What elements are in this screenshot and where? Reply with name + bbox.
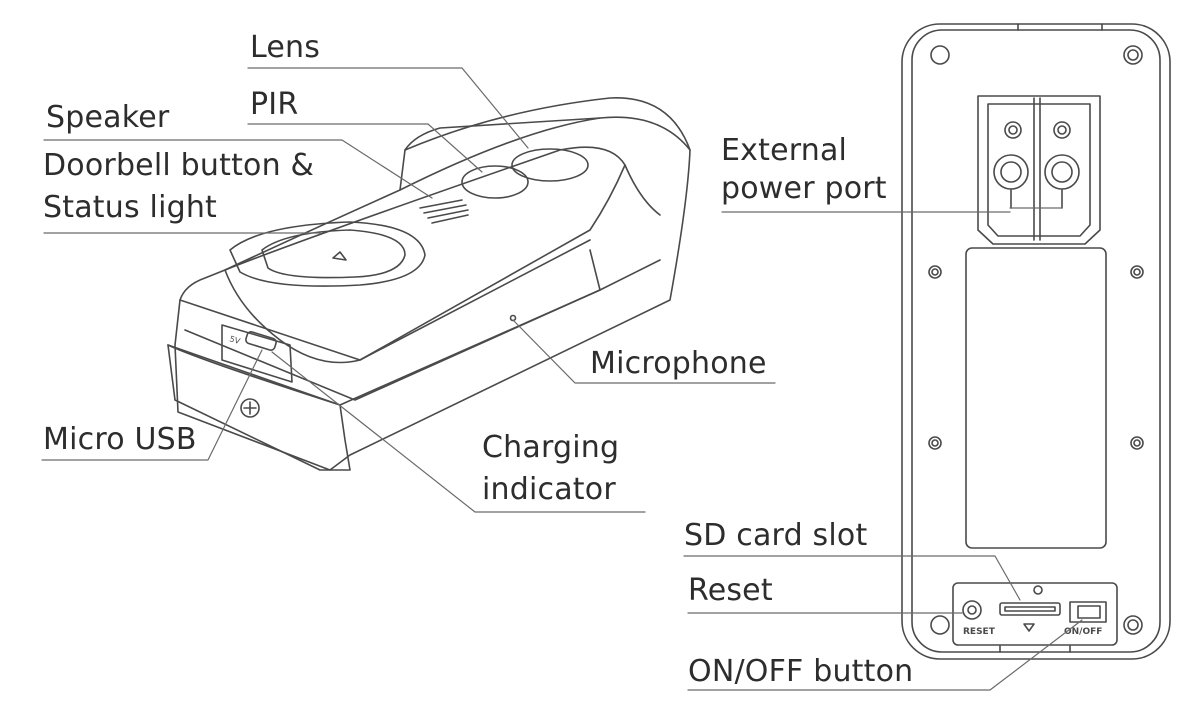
bell-glyph <box>332 251 347 261</box>
leader-external <box>721 207 1063 213</box>
label-on-off-button: ON/OFF button <box>688 654 914 689</box>
pir-shape <box>461 165 529 199</box>
reset-mark: RESET <box>963 627 996 637</box>
usb-port <box>245 331 277 351</box>
leader-charging <box>271 351 646 513</box>
speaker-grille <box>419 199 469 224</box>
label-speaker: Speaker <box>46 100 170 135</box>
usb-voltage-mark: 5V <box>228 334 241 346</box>
corner-screw-tl <box>930 45 950 65</box>
label-external-line2: power port <box>721 171 887 206</box>
doorbell-button-inner <box>261 229 406 279</box>
corner-screw-bl <box>930 615 950 635</box>
leader-micro-usb <box>41 349 263 461</box>
label-pir: PIR <box>250 87 299 122</box>
label-charging-line1: Charging <box>482 430 620 465</box>
label-lens: Lens <box>250 30 321 65</box>
back-shell-top <box>404 97 691 151</box>
back-plate-inner <box>911 29 1161 653</box>
leader-sd <box>683 555 1021 601</box>
side-bevel-1 <box>179 239 591 361</box>
label-reset: Reset <box>688 573 773 608</box>
leader-speaker <box>43 139 433 199</box>
side-screw-r2 <box>1130 436 1144 450</box>
side-screw-l1 <box>928 265 942 279</box>
usb-panel <box>221 324 293 383</box>
label-micro-usb: Micro USB <box>43 422 197 457</box>
leader-pir <box>247 123 483 173</box>
corner-screw-br <box>1123 615 1143 635</box>
back-plate-outer <box>901 23 1171 660</box>
leader-lens <box>247 67 529 149</box>
reset-hole <box>962 600 982 620</box>
base-screw <box>240 398 260 418</box>
sd-slot <box>999 602 1061 616</box>
label-panel <box>965 247 1107 549</box>
label-sd-card-slot: SD card slot <box>684 518 868 553</box>
front-face <box>224 146 626 364</box>
doorbell-button-outer <box>229 221 426 287</box>
label-microphone: Microphone <box>590 346 767 381</box>
on-off-mark: ON/OFF <box>1064 627 1102 637</box>
on-off-switch <box>1069 601 1107 623</box>
leader-lines <box>41 67 1083 691</box>
label-doorbell-line2: Status light <box>43 190 218 225</box>
power-port-block <box>977 95 1101 245</box>
side-screw-l2 <box>928 436 942 450</box>
side-screw-r1 <box>1130 265 1144 279</box>
top-hole <box>1033 585 1043 595</box>
label-charging-line2: indicator <box>482 472 616 507</box>
lens-shape <box>511 148 589 182</box>
leader-on-off <box>687 619 1083 691</box>
leader-microphone <box>512 319 776 384</box>
base-edge <box>167 289 601 406</box>
bottom-control-panel <box>952 582 1118 653</box>
top-notch <box>1017 23 1103 31</box>
label-external-line1: External <box>721 133 848 168</box>
side-bevel-4 <box>624 164 661 216</box>
side-bevel-3 <box>589 249 661 291</box>
label-doorbell-line1: Doorbell button & <box>43 148 315 183</box>
doorbell-front-view: 5V <box>167 97 691 471</box>
doorbell-back-view: RESET ON/OFF <box>901 23 1171 660</box>
corner-screw-tr <box>1123 45 1143 65</box>
